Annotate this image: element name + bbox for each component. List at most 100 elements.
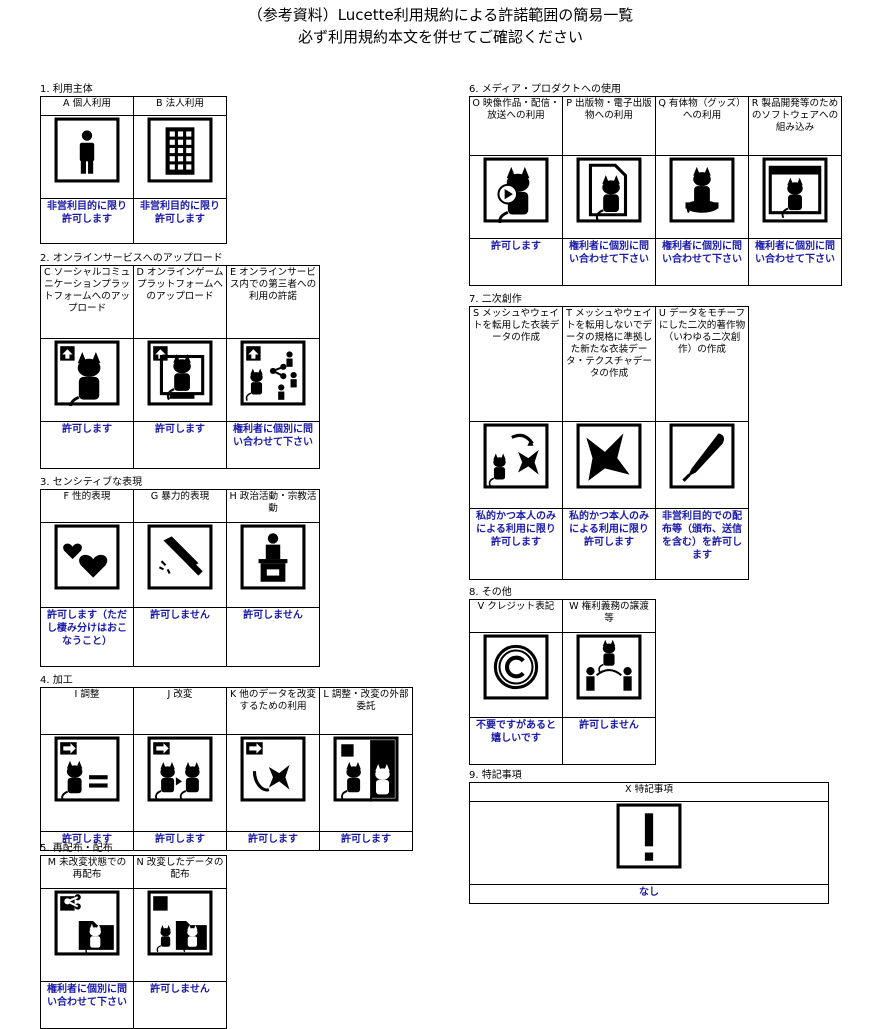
item-label: T メッシュやウェイトを転用しないでデータの規格に準拠した新たな衣装データ・テク… xyxy=(562,306,656,422)
transfer-icon xyxy=(576,634,642,700)
item-result: 許可しません xyxy=(133,607,227,667)
item-label: I 調整 xyxy=(40,687,134,735)
item-pictogram xyxy=(226,522,320,608)
item-label: D オンラインゲームプラットフォームへのアップロード xyxy=(133,265,227,339)
item-pictogram xyxy=(40,338,134,422)
distribute-modified-icon xyxy=(147,890,213,956)
page-title: （参考資料）Lucette利用規約による許諾範囲の簡易一覧 xyxy=(247,6,634,24)
section-title: 3. センシティブな表現 xyxy=(40,477,143,488)
section-title: 7. 二次創作 xyxy=(469,294,522,305)
section-title: 6. メディア・プロダクトへの使用 xyxy=(469,84,622,95)
costume-transfer-icon xyxy=(483,423,549,489)
figure-icon xyxy=(669,157,735,223)
item-label: H 政治活動・宗教活動 xyxy=(226,489,320,523)
item-result: 許可します xyxy=(469,238,563,286)
pen-icon xyxy=(669,423,735,489)
item-pictogram xyxy=(226,338,320,422)
item-label: J 改変 xyxy=(133,687,227,735)
item-result: 許可します xyxy=(133,421,227,469)
license-table: X 特記事項なし xyxy=(469,782,829,904)
item-pictogram xyxy=(469,421,563,509)
item-result: 権利者に個別に問い合わせて下さい xyxy=(748,238,842,286)
item-label: N 改変したデータの配布 xyxy=(133,855,227,889)
item-pictogram xyxy=(655,421,749,509)
item-result: 非営利目的に限り許可します xyxy=(40,198,134,244)
item-pictogram xyxy=(40,734,134,832)
item-result: 許可します xyxy=(40,421,134,469)
item-result: 許可します xyxy=(226,831,320,851)
redistribute-icon xyxy=(54,890,120,956)
section-title: 4. 加工 xyxy=(40,675,73,686)
item-pictogram xyxy=(748,155,842,239)
item-pictogram xyxy=(562,632,656,718)
item-result: 私的かつ本人のみによる利用に限り許可します xyxy=(469,508,563,580)
upload-share-icon xyxy=(240,340,306,406)
item-pictogram xyxy=(133,888,227,982)
item-pictogram xyxy=(133,734,227,832)
item-label: A 個人利用 xyxy=(40,96,134,116)
item-label: G 暴力的表現 xyxy=(133,489,227,523)
upload-avatar-icon xyxy=(54,340,120,406)
item-label: V クレジット表記 xyxy=(469,599,563,633)
new-costume-icon xyxy=(576,423,642,489)
upload-monitor-icon xyxy=(147,340,213,406)
modify-icon xyxy=(147,736,213,802)
section-title: 8. その他 xyxy=(469,587,512,598)
podium-icon xyxy=(240,524,306,590)
item-pictogram xyxy=(562,155,656,239)
item-label: S メッシュやウェイトを転用した衣装データの作成 xyxy=(469,306,563,422)
item-pictogram xyxy=(469,632,563,718)
item-pictogram xyxy=(133,115,227,199)
item-pictogram xyxy=(133,338,227,422)
adjust-icon xyxy=(54,736,120,802)
item-label: U データをモチーフにした二次的著作物（いわゆる二次創作）の作成 xyxy=(655,306,749,422)
section-title: 2. オンラインサービスへのアップロード xyxy=(40,253,223,264)
item-result: 不要ですがあると嬉しいです xyxy=(469,717,563,765)
section-title: 9. 特記事項 xyxy=(469,770,522,781)
item-label: R 製品開発等のためのソフトウェアへの組み込み xyxy=(748,96,842,156)
item-pictogram xyxy=(40,115,134,199)
item-label: O 映像作品・配信・放送への利用 xyxy=(469,96,563,156)
item-pictogram xyxy=(40,522,134,608)
item-result: 権利者に個別に問い合わせて下さい xyxy=(226,421,320,469)
item-pictogram xyxy=(469,801,829,885)
item-result: 許可しません xyxy=(562,717,656,765)
outsource-icon xyxy=(333,736,399,802)
item-result: 権利者に個別に問い合わせて下さい xyxy=(655,238,749,286)
person-icon xyxy=(54,117,120,183)
exclamation-icon xyxy=(616,803,682,869)
item-label: P 出版物・電子出版物への利用 xyxy=(562,96,656,156)
item-result: 権利者に個別に問い合わせて下さい xyxy=(562,238,656,286)
item-result: 非営利目的での配布等（頒布、送信を含む）を許可します xyxy=(655,508,749,580)
item-label: E オンラインサービス内での第三者への利用の許諾 xyxy=(226,265,320,339)
item-result: 許可します xyxy=(133,831,227,851)
item-result: 許可します xyxy=(319,831,413,851)
item-result: 許可します xyxy=(40,831,134,851)
page-subtitle: 必ず利用規約本文を併せてご確認ください xyxy=(297,28,583,46)
item-result: 非営利目的に限り許可します xyxy=(133,198,227,244)
publication-icon xyxy=(576,157,642,223)
item-pictogram xyxy=(226,734,320,832)
item-result: 許可しません xyxy=(133,981,227,1029)
item-pictogram xyxy=(469,155,563,239)
item-label: C ソーシャルコミュニケーションプラットフォームへのアップロード xyxy=(40,265,134,339)
item-result: なし xyxy=(469,884,829,904)
item-pictogram xyxy=(319,734,413,832)
item-label: Q 有体物（グッズ）への利用 xyxy=(655,96,749,156)
item-result: 許可します（ただし棲み分けはおこなうこと） xyxy=(40,607,134,667)
item-label: K 他のデータを改変するための利用 xyxy=(226,687,320,735)
